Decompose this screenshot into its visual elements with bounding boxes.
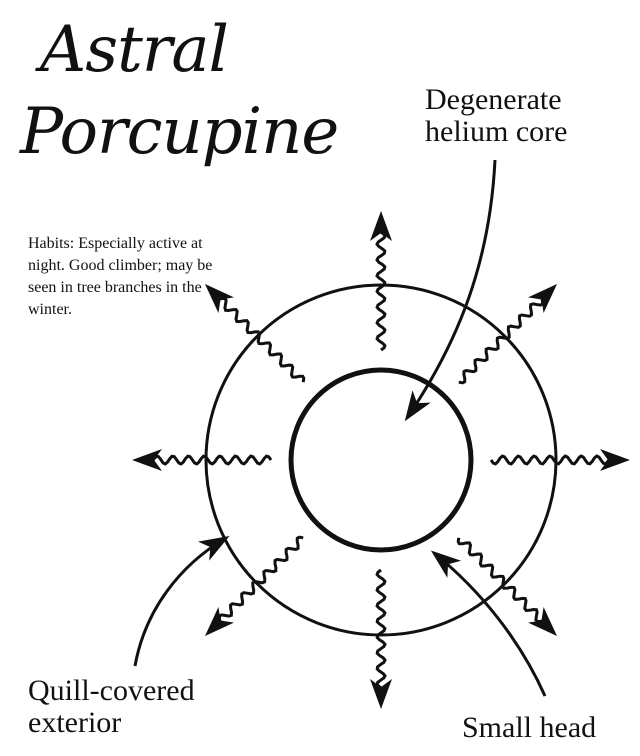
label-helium-core-line2: helium core bbox=[425, 115, 568, 148]
arrow-quill-exterior bbox=[133, 535, 230, 667]
quill-arrow-upper-right bbox=[458, 283, 558, 385]
outer-circle bbox=[204, 283, 558, 637]
label-small-head: Small head bbox=[462, 711, 597, 744]
label-quill-exterior-line2: exterior bbox=[28, 706, 122, 739]
quill-arrow-down bbox=[370, 568, 392, 709]
quill-arrow-upper-left bbox=[204, 283, 306, 383]
title-line-1: Astral bbox=[40, 13, 229, 87]
quill-arrow-left bbox=[132, 449, 273, 471]
quill-arrow-lower-left bbox=[204, 535, 304, 637]
inner-circle bbox=[288, 367, 474, 553]
quill-arrow-up bbox=[370, 211, 392, 352]
title-line-2: Porcupine bbox=[20, 95, 339, 169]
label-helium-core-line1: Degenerate bbox=[425, 83, 562, 116]
label-quill-exterior: Quill-covered exterior bbox=[28, 675, 195, 739]
arrow-helium-core bbox=[404, 159, 497, 422]
habits-note: Habits: Especially active at night. Good… bbox=[28, 235, 213, 318]
quills-group bbox=[132, 211, 630, 709]
arrow-small-head bbox=[430, 550, 547, 697]
quill-arrow-lower-right bbox=[456, 537, 558, 637]
quill-arrow-right bbox=[489, 449, 630, 471]
label-helium-core: Degenerate helium core bbox=[425, 84, 567, 148]
label-quill-exterior-line1: Quill-covered bbox=[28, 674, 195, 707]
